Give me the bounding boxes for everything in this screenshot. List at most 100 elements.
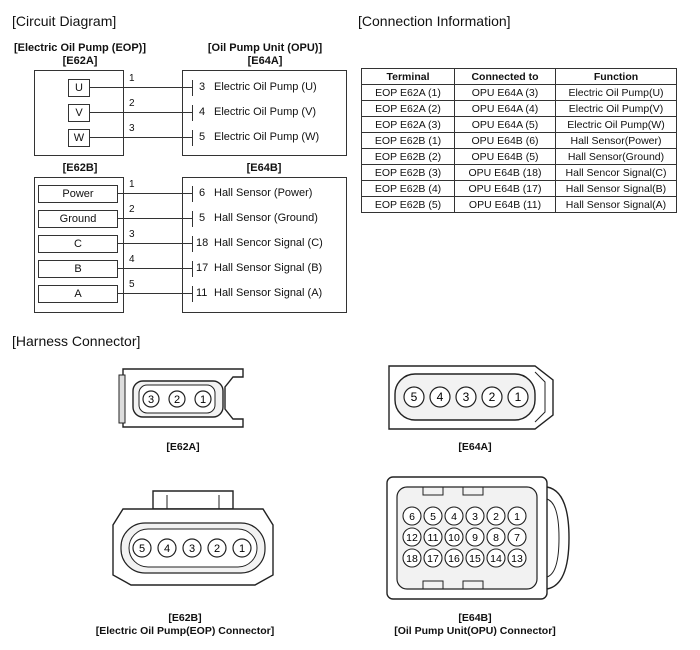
e64b-connector-drawing: 6 5 4 3 2 1 12 11 10 9 8 7 18 17 16 15 1… xyxy=(386,476,570,600)
svg-text:4: 4 xyxy=(164,543,170,555)
table-cell: Electric Oil Pump(V) xyxy=(555,100,677,117)
svg-text:8: 8 xyxy=(493,532,499,544)
e62a-latch xyxy=(118,374,126,424)
column-header: Connected to xyxy=(454,68,556,85)
wire-e62a-2 xyxy=(90,112,192,113)
wire-e62a-1 xyxy=(90,87,192,88)
e64b-pin: 10 xyxy=(444,527,464,547)
terminal-tick xyxy=(192,130,193,146)
e64b-pin: 11 xyxy=(423,527,443,547)
table-cell: EOP E62B (3) xyxy=(361,164,455,181)
table-cell: EOP E62B (4) xyxy=(361,180,455,197)
svg-text:2: 2 xyxy=(174,394,180,406)
e64b-pin: 6 xyxy=(402,506,422,526)
wire-e62b-3 xyxy=(118,243,192,244)
table-cell: EOP E62A (2) xyxy=(361,100,455,117)
table-cell: OPU E64A (5) xyxy=(454,116,556,133)
opu-pin-label: Electric Oil Pump (U) xyxy=(214,81,317,93)
wire-e62a-3 xyxy=(90,137,192,138)
terminal-tick xyxy=(192,286,193,302)
opu-pin-label: Hall Sensor Signal (B) xyxy=(214,262,323,274)
column-header: Terminal xyxy=(361,68,455,85)
svg-text:6: 6 xyxy=(409,511,415,523)
e64b-pin: 17 xyxy=(423,548,443,568)
e62b-pin: 1 xyxy=(232,538,252,558)
e64b-caption-title: [E64B] xyxy=(458,612,492,624)
e62b-pin-ground: Ground xyxy=(38,210,118,228)
table-row: EOP E62B (1)OPU E64B (6)Hall Sensor(Powe… xyxy=(361,132,677,149)
table-row: EOP E62A (1)OPU E64A (3)Electric Oil Pum… xyxy=(361,84,677,101)
opu-pin-label: Hall Sensor (Power) xyxy=(214,187,313,199)
e64b-pin: 8 xyxy=(486,527,506,547)
e62a-caption: [E62A] xyxy=(166,441,200,453)
e62b-pin: 2 xyxy=(207,538,227,558)
e62a-connector-drawing: 3 2 1 xyxy=(118,368,244,428)
svg-text:4: 4 xyxy=(437,390,444,404)
opu-pin-label: Hall Sensor Signal (A) xyxy=(214,287,323,299)
e64b-pin: 5 xyxy=(423,506,443,526)
wire-number: 5 xyxy=(129,279,135,290)
svg-text:12: 12 xyxy=(406,532,418,544)
terminal-tick xyxy=(192,261,193,277)
table-row: EOP E62B (3)OPU E64B (18)Hall Sencor Sig… xyxy=(361,164,677,181)
svg-text:2: 2 xyxy=(489,390,496,404)
svg-text:9: 9 xyxy=(472,532,478,544)
svg-text:3: 3 xyxy=(148,394,154,406)
opu-pin-number: 4 xyxy=(199,106,206,118)
svg-text:1: 1 xyxy=(200,394,206,406)
e64b-pin: 4 xyxy=(444,506,464,526)
svg-text:5: 5 xyxy=(430,511,436,523)
wire-e62b-5 xyxy=(118,293,192,294)
table-cell: Electric Oil Pump(U) xyxy=(555,84,677,101)
table-row: EOP E62A (2)OPU E64A (4)Electric Oil Pum… xyxy=(361,100,677,117)
e62b-label: [E62B] xyxy=(62,162,98,174)
opu-pin-number: 11 xyxy=(196,287,208,299)
table-row: EOP E62A (3)OPU E64A (5)Electric Oil Pum… xyxy=(361,116,677,133)
table-cell: Hall Sensor(Ground) xyxy=(555,148,677,165)
e64b-pin: 9 xyxy=(465,527,485,547)
opu-pin-label: Hall Sensor (Ground) xyxy=(214,212,318,224)
svg-text:17: 17 xyxy=(427,553,439,565)
table-cell: OPU E64B (5) xyxy=(454,148,556,165)
e64b-caption: [E64B] [Oil Pump Unit(OPU) Connector] xyxy=(350,612,600,638)
eop-header: [Electric Oil Pump (EOP)] [E62A] xyxy=(0,42,160,68)
table-cell: OPU E64B (6) xyxy=(454,132,556,149)
svg-text:7: 7 xyxy=(514,532,520,544)
table-row: EOP E62B (5)OPU E64B (11)Hall Sensor Sig… xyxy=(361,196,677,213)
svg-text:14: 14 xyxy=(490,553,502,565)
svg-text:16: 16 xyxy=(448,553,460,565)
e62a-label: [E62A] xyxy=(62,55,98,67)
e64b-label: [E64B] xyxy=(246,162,282,174)
e64b-pin: 12 xyxy=(402,527,422,547)
opu-pin-number: 17 xyxy=(196,262,209,274)
wire-number: 1 xyxy=(129,73,135,84)
e62b-pin-a: A xyxy=(38,285,118,303)
table-cell: OPU E64B (17) xyxy=(454,180,556,197)
column-header: Function xyxy=(555,68,677,85)
wire-number: 1 xyxy=(129,179,135,190)
e64a-pin: 1 xyxy=(507,386,529,408)
wire-number: 3 xyxy=(129,123,135,134)
svg-text:11: 11 xyxy=(428,532,439,544)
e64a-label: [E64A] xyxy=(247,55,283,67)
e62b-caption-title: [E62B] xyxy=(168,612,202,624)
e64a-pin: 2 xyxy=(481,386,503,408)
circuit-diagram-title: [Circuit Diagram] xyxy=(12,13,117,29)
table-header-row: Terminal Connected to Function xyxy=(361,68,677,85)
harness-connector-title: [Harness Connector] xyxy=(12,333,141,349)
e62b-pin: 5 xyxy=(132,538,152,558)
opu-pin-label: Electric Oil Pump (W) xyxy=(214,131,320,143)
e62a-pin-w: W xyxy=(68,129,90,147)
e62a-pin: 3 xyxy=(142,390,160,408)
table-cell: EOP E62A (1) xyxy=(361,84,455,101)
table-cell: OPU E64A (4) xyxy=(454,100,556,117)
e62a-pin: 1 xyxy=(194,390,212,408)
table-cell: Hall Sensor Signal(A) xyxy=(555,196,677,213)
opu-pin-number: 5 xyxy=(199,212,206,224)
table-cell: EOP E62B (1) xyxy=(361,132,455,149)
opu-pin-label: Hall Sencor Signal (C) xyxy=(214,237,323,249)
e62b-caption-subtitle: [Electric Oil Pump(EOP) Connector] xyxy=(95,625,275,637)
opu-pin-number: 18 xyxy=(196,237,209,249)
svg-text:1: 1 xyxy=(239,543,245,555)
opu-title: [Oil Pump Unit (OPU)] xyxy=(207,42,323,54)
